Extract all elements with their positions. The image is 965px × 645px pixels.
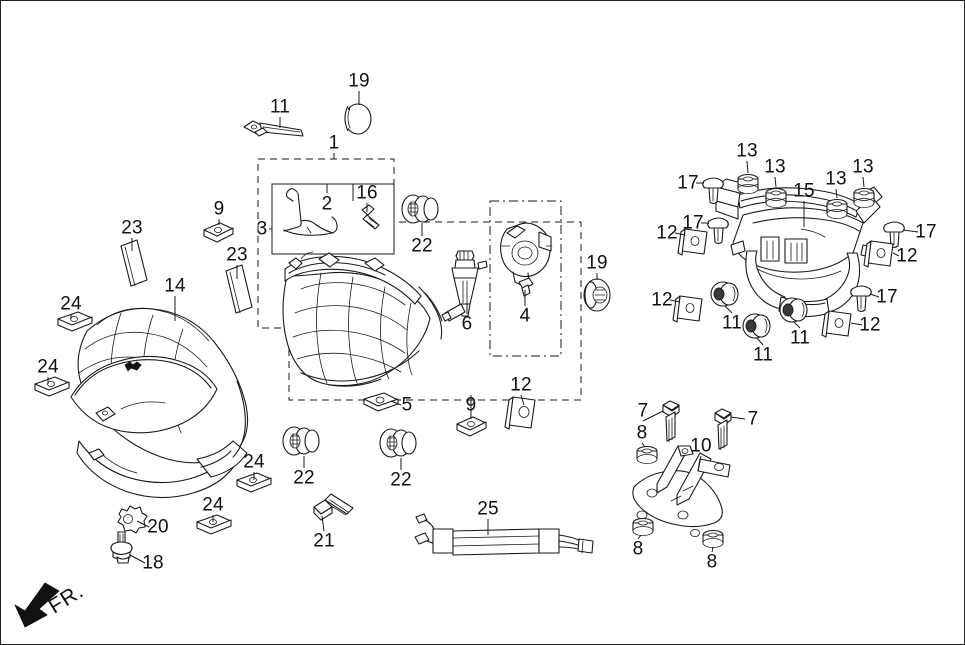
part-flange-bolt-b bbox=[714, 408, 732, 451]
part-headlight-unit bbox=[282, 251, 443, 387]
part-headlight-wire-bracket bbox=[283, 188, 338, 236]
part-grommet-11-c bbox=[779, 297, 808, 323]
part-cushion-strip-a bbox=[120, 239, 148, 287]
part-push-rivet-a bbox=[702, 177, 724, 205]
callout-13-d: 13 bbox=[852, 156, 874, 178]
part-cowl-nut-clip-a bbox=[57, 311, 93, 332]
callout-16: 16 bbox=[356, 182, 378, 204]
group-box-socket-4 bbox=[489, 200, 562, 357]
part-speed-nut-clip-r2 bbox=[672, 295, 703, 323]
callout-23-b: 23 bbox=[226, 244, 248, 266]
callout-12-e: 12 bbox=[510, 374, 532, 396]
part-grommet-22-a bbox=[401, 194, 439, 224]
front-direction-arrow-shape bbox=[14, 582, 60, 628]
callout-22-c: 22 bbox=[390, 469, 412, 491]
callout-4: 4 bbox=[519, 305, 531, 327]
callout-17-d: 17 bbox=[876, 286, 898, 308]
part-plate-nut-clip bbox=[363, 392, 399, 412]
part-bushing-13-b bbox=[765, 187, 787, 208]
callout-13-b: 13 bbox=[764, 156, 786, 178]
callout-19-b: 19 bbox=[586, 252, 608, 274]
callout-9-b: 9 bbox=[465, 394, 477, 416]
callout-10: 10 bbox=[690, 435, 712, 457]
callout-24-a: 24 bbox=[60, 293, 82, 315]
part-flange-screw bbox=[110, 531, 133, 564]
part-flange-nut-c bbox=[702, 529, 724, 548]
part-grommet-22-c bbox=[379, 428, 417, 458]
part-speed-nut-clip-r3 bbox=[863, 240, 894, 268]
callout-22-a: 22 bbox=[411, 235, 433, 257]
part-speed-nut-clip-r1 bbox=[677, 228, 708, 256]
part-flange-nut-a bbox=[636, 445, 658, 464]
part-bulb-socket-cap bbox=[500, 222, 553, 297]
callout-2: 2 bbox=[321, 193, 333, 215]
callout-12-b: 12 bbox=[651, 289, 673, 311]
callout-13-a: 13 bbox=[736, 140, 758, 162]
part-headlight-bulb bbox=[441, 250, 488, 322]
part-bushing-13-a bbox=[737, 173, 759, 194]
part-push-rivet-b bbox=[707, 217, 729, 245]
callout-20: 20 bbox=[147, 516, 169, 538]
part-harness-clip-b bbox=[456, 416, 487, 437]
part-flange-bolt-a bbox=[662, 400, 680, 443]
part-harness-clip-a bbox=[203, 222, 234, 243]
callout-9-a: 9 bbox=[213, 198, 225, 220]
callout-24-d: 24 bbox=[202, 494, 224, 516]
callout-17-a: 17 bbox=[677, 172, 699, 194]
part-speed-nut-clip-r4 bbox=[821, 310, 852, 338]
callout-21: 21 bbox=[313, 530, 335, 552]
callout-17-b: 17 bbox=[682, 212, 704, 234]
part-sub-harness bbox=[414, 513, 594, 556]
part-tapping-screw bbox=[361, 204, 380, 230]
part-front-cowl bbox=[70, 307, 249, 499]
callout-24-c: 24 bbox=[243, 451, 265, 473]
leader-lines bbox=[47, 91, 919, 564]
callout-25: 25 bbox=[477, 498, 499, 520]
part-rubber-cap-right bbox=[583, 278, 611, 312]
callout-11-b: 11 bbox=[752, 344, 774, 366]
part-bushing-13-c bbox=[826, 198, 848, 219]
part-flange-nut-b bbox=[632, 517, 654, 536]
callout-12-a: 12 bbox=[656, 222, 678, 244]
callout-17-c: 17 bbox=[915, 221, 937, 243]
callout-13-c: 13 bbox=[825, 168, 847, 190]
part-cowl-nut-clip-d bbox=[196, 514, 232, 535]
callout-18: 18 bbox=[142, 552, 164, 574]
part-cowl-nut-clip-b bbox=[34, 376, 70, 397]
callout-8-b: 8 bbox=[632, 538, 644, 560]
part-flange-bolt-small bbox=[313, 493, 354, 521]
callout-15: 15 bbox=[793, 180, 815, 202]
callout-5: 5 bbox=[401, 394, 413, 416]
callout-3: 3 bbox=[256, 218, 268, 240]
callout-12-c: 12 bbox=[896, 245, 918, 267]
callout-11-clamp: 11 bbox=[269, 96, 291, 118]
callout-11-c: 11 bbox=[789, 327, 811, 349]
part-speed-nut-clip-center bbox=[504, 396, 536, 430]
callout-7-b: 7 bbox=[747, 408, 759, 430]
part-push-rivet-d bbox=[850, 285, 872, 313]
part-grommet-11-a bbox=[710, 281, 739, 307]
part-grommet-11-b bbox=[742, 313, 771, 339]
callout-22-b: 22 bbox=[293, 467, 315, 489]
callout-19-a: 19 bbox=[348, 70, 370, 92]
part-grommet-22-b bbox=[282, 426, 320, 456]
group-box-assembly-1 bbox=[257, 158, 582, 401]
callout-6: 6 bbox=[461, 313, 473, 335]
callout-12-d: 12 bbox=[859, 314, 881, 336]
part-bushing-13-d bbox=[853, 187, 875, 208]
callout-14: 14 bbox=[164, 275, 186, 297]
callout-23-a: 23 bbox=[121, 217, 143, 239]
callout-1: 1 bbox=[328, 132, 340, 154]
callout-7-a: 7 bbox=[637, 400, 649, 422]
part-stay-bracket bbox=[632, 445, 731, 538]
part-wire-band-clamp bbox=[243, 120, 304, 137]
part-toothed-washer bbox=[117, 505, 148, 534]
callout-24-b: 24 bbox=[37, 356, 59, 378]
callout-11-a: 11 bbox=[721, 312, 743, 334]
part-cushion-strip-b bbox=[225, 264, 253, 314]
part-rubber-cap-top bbox=[344, 103, 372, 135]
callout-8-a: 8 bbox=[636, 422, 648, 444]
callout-8-c: 8 bbox=[706, 551, 718, 573]
